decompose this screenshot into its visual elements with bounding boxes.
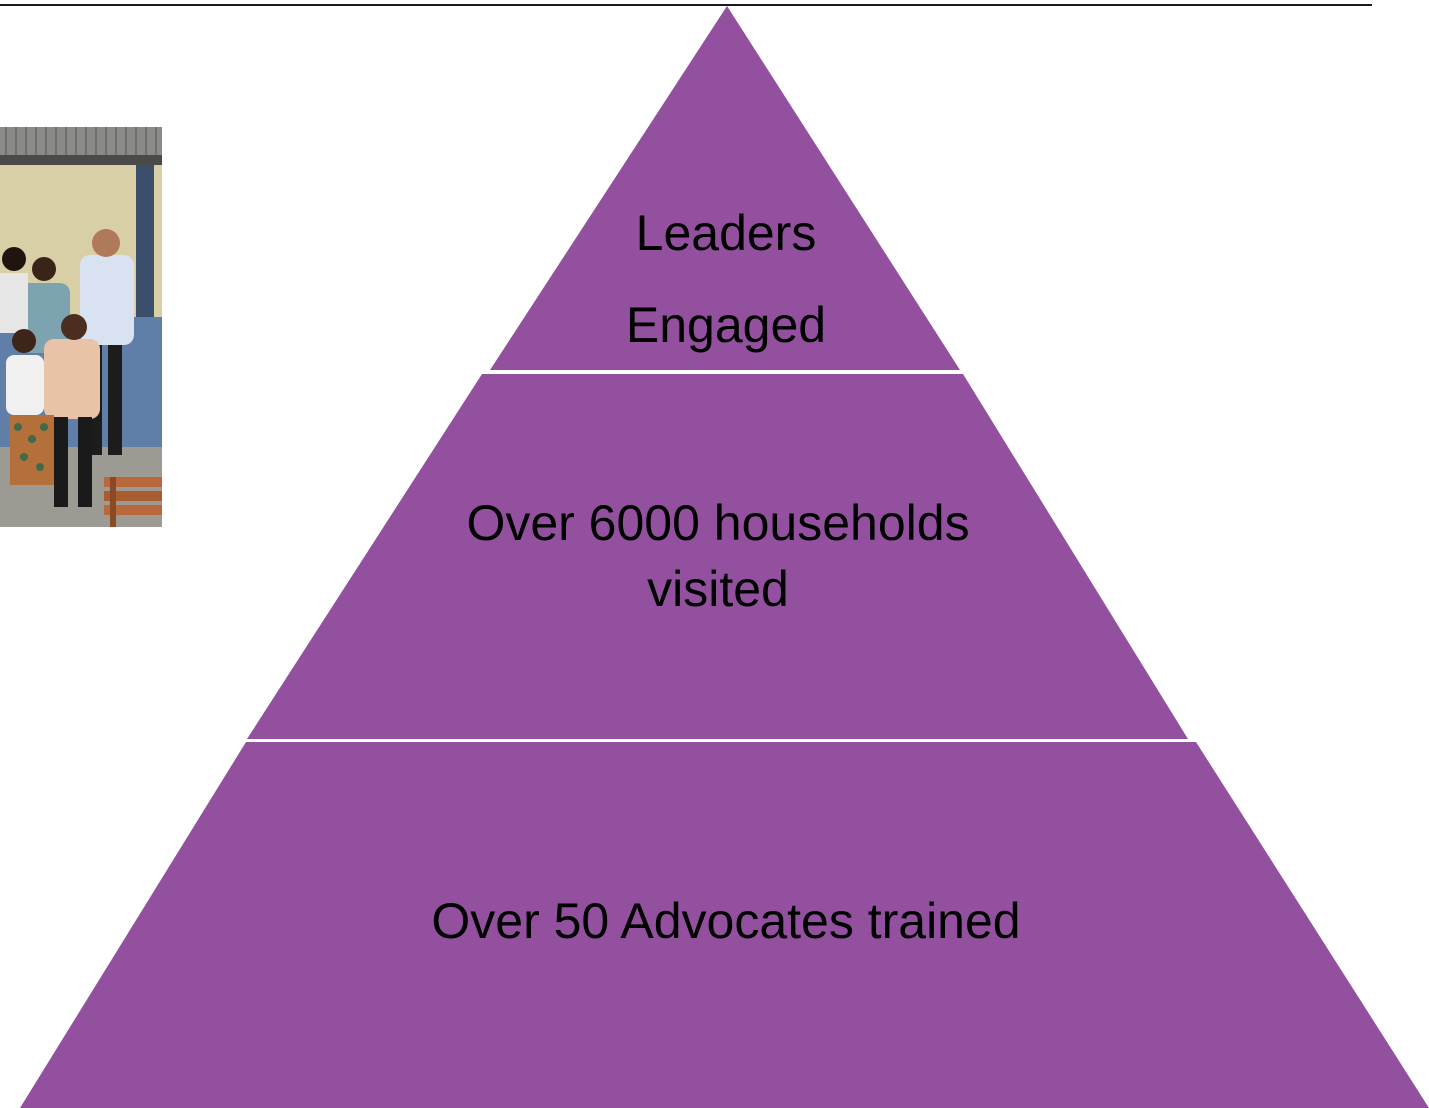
pyramid-tier-top (490, 6, 960, 370)
tier-middle-label: Over 6000 households visited (466, 495, 970, 617)
tier-top-label-line2: Engaged (625, 297, 827, 353)
tier-bottom-label: Over 50 Advocates trained (431, 893, 1021, 949)
group-photo (0, 127, 162, 527)
pyramid-tier-middle (247, 374, 1188, 739)
tier-top-label-line1: Leaders (635, 205, 817, 261)
top-divider-line (0, 4, 1372, 6)
pyramid-tier-bottom (20, 742, 1429, 1108)
